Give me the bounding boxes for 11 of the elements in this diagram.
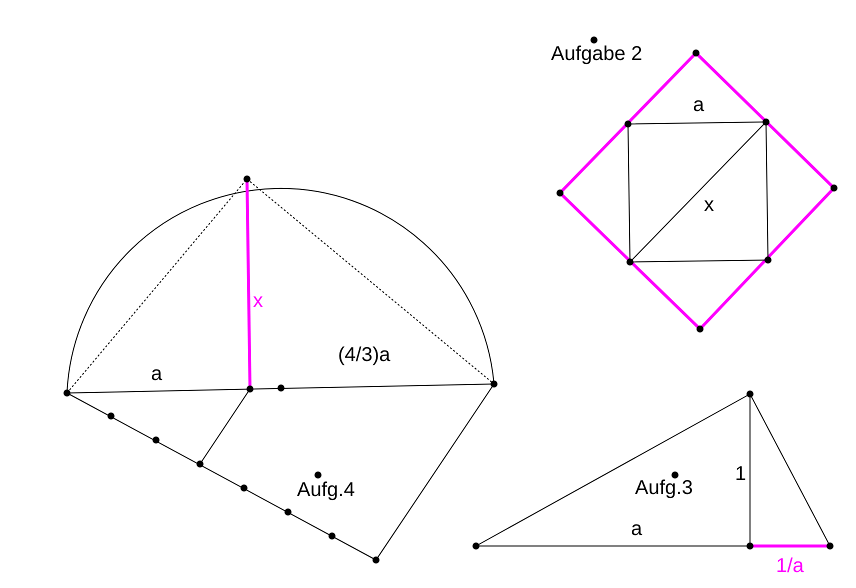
label: Aufgabe 2 bbox=[551, 44, 642, 64]
label: a bbox=[151, 364, 162, 384]
label: a bbox=[631, 519, 642, 539]
label: a bbox=[693, 95, 704, 115]
label: x bbox=[253, 291, 263, 311]
label: 1 bbox=[735, 464, 746, 484]
label: Aufg.3 bbox=[635, 478, 693, 498]
label: Aufg.4 bbox=[297, 480, 355, 500]
label: 1/a bbox=[776, 556, 804, 576]
label: x bbox=[704, 195, 714, 215]
label: (4/3)a bbox=[338, 345, 390, 365]
